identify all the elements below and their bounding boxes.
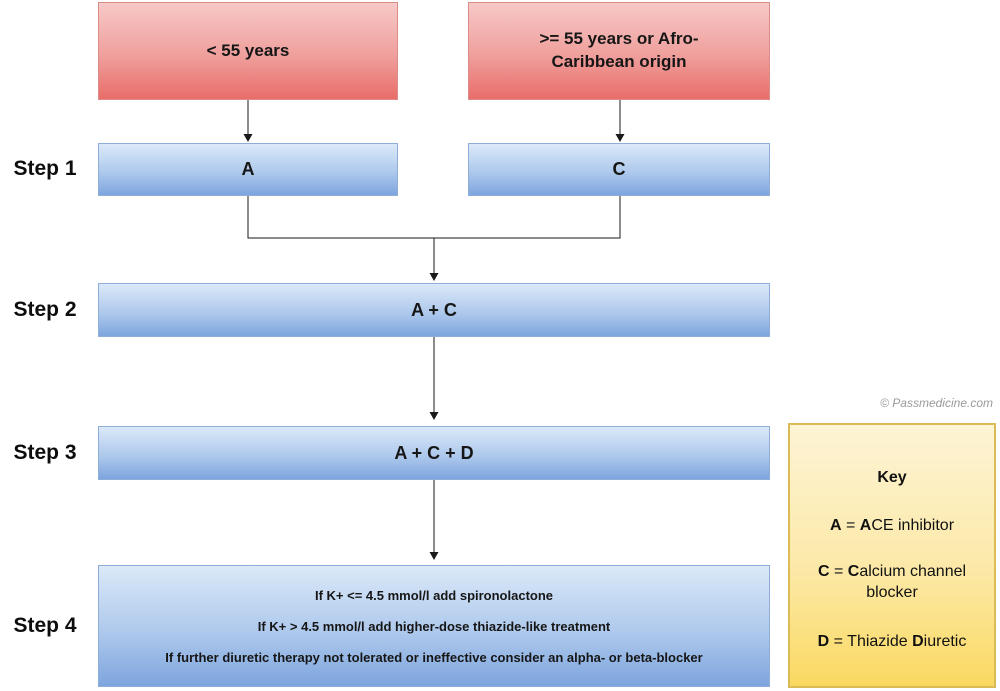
step-3-label: Step 3 (13, 441, 77, 464)
step-4-line-alpha-beta-blocker: If further diuretic therapy not tolerate… (165, 649, 703, 665)
copyright-watermark: © Passmedicine.com (880, 396, 993, 410)
key-title: Key (877, 469, 907, 486)
key-item-calcium-channel-blocker: C = Calcium channel blocker (817, 563, 967, 601)
step-4-line-spironolactone: If K+ <= 4.5 mmol/l add spironolactone (314, 587, 554, 603)
step-2-label: Step 2 (13, 298, 77, 321)
key-item-ace-inhibitor: A = ACE inhibitor (829, 517, 955, 534)
step-1-box-a: A (98, 143, 398, 196)
arrowhead-to-step4 (429, 552, 439, 560)
step-1-label: Step 1 (13, 157, 77, 180)
arrowhead-to-c (615, 134, 625, 142)
decision-box-over-55-or-afro-caribbean: >= 55 years or Afro- Caribbean origin (468, 2, 770, 100)
step-4-label: Step 4 (13, 614, 77, 637)
arrowhead-to-a (243, 134, 253, 142)
connector-merge-a-c (247, 196, 621, 239)
decision-box-under-55: < 55 years (98, 2, 398, 100)
step-1-box-c: C (468, 143, 770, 196)
arrowhead-to-step2 (429, 273, 439, 281)
key-legend-box: Key A = ACE inhibitor C = Calcium channe… (788, 423, 996, 688)
step-4-box: If K+ <= 4.5 mmol/l add spironolactone I… (98, 565, 770, 687)
step-3-box: A + C + D (98, 426, 770, 480)
key-item-thiazide-diuretic: D = Thiazide Diuretic (817, 633, 967, 650)
arrowhead-to-step3 (429, 412, 439, 420)
step-4-line-thiazide: If K+ > 4.5 mmol/l add higher-dose thiaz… (257, 618, 611, 634)
step-2-box: A + C (98, 283, 770, 337)
